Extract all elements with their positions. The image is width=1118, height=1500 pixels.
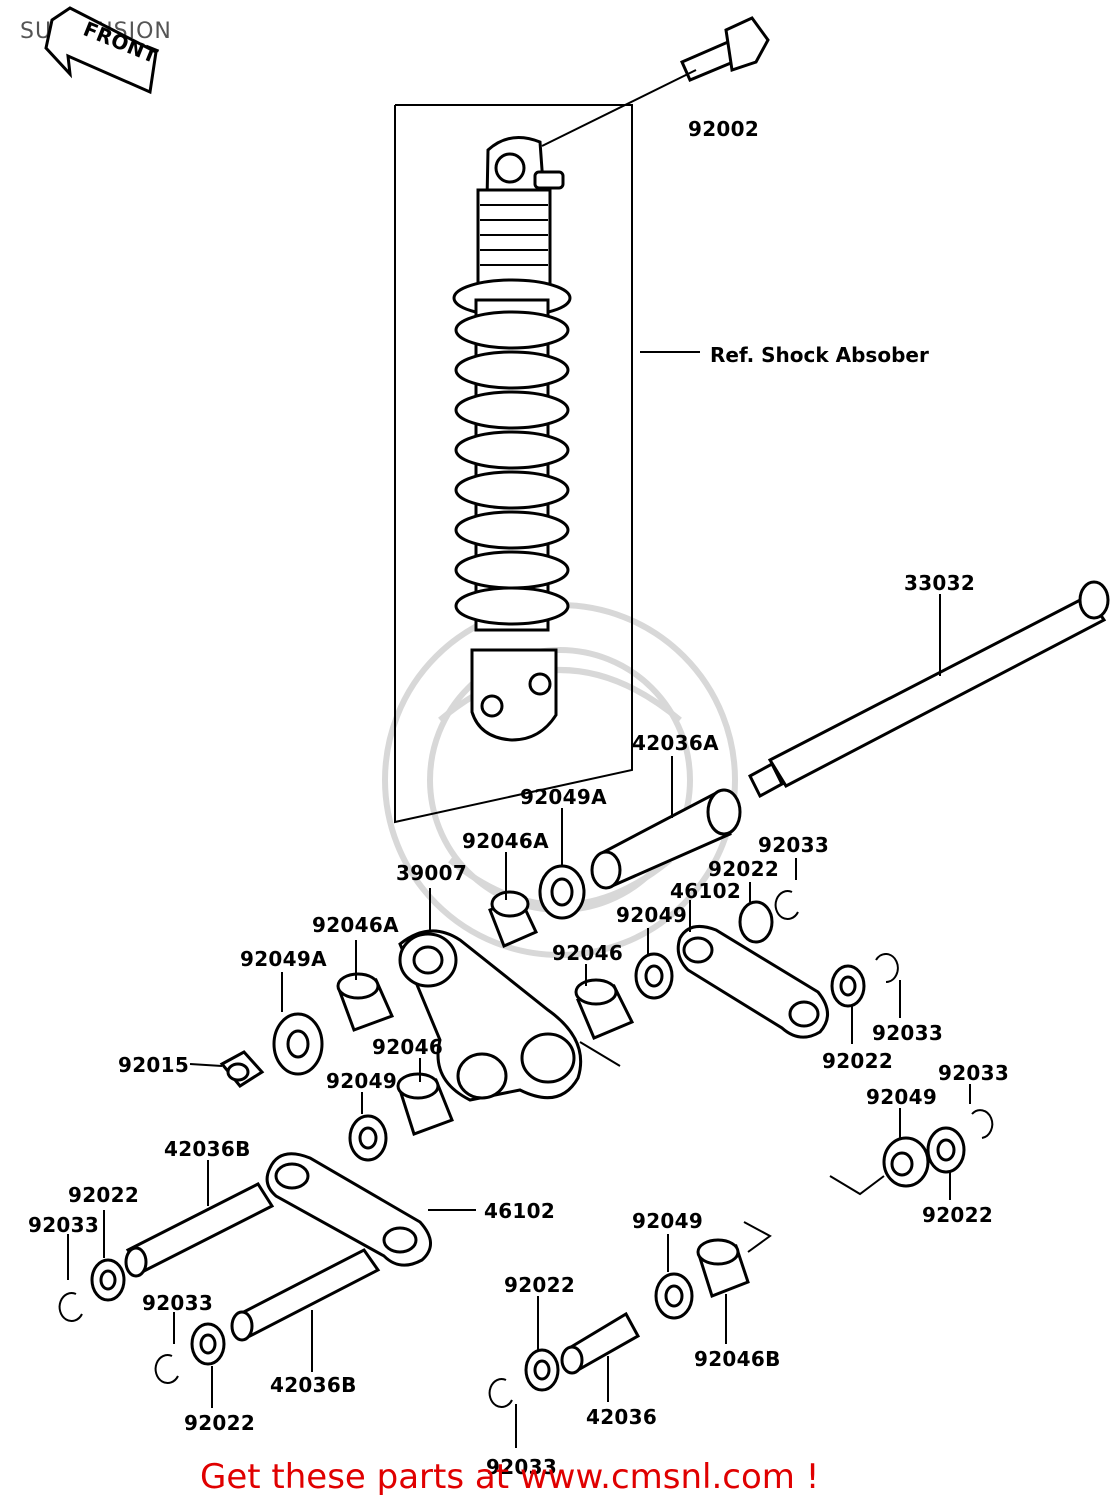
callout-92033: 92033 <box>142 1291 213 1315</box>
callout-92033: 92033 <box>938 1061 1009 1085</box>
callout-92046A: 92046A <box>312 913 399 937</box>
seal-92049-left <box>348 1092 388 1162</box>
callout-92002: 92002 <box>688 117 759 141</box>
circlip-92033-a <box>774 858 799 921</box>
bearing-92046B <box>696 1221 772 1344</box>
seal-92049-right <box>829 1108 930 1196</box>
rocker-arm-39007 <box>398 888 621 1102</box>
callout-92033: 92033 <box>486 1455 557 1479</box>
bearing-92046-left <box>396 1058 454 1136</box>
callout-92022: 92022 <box>184 1411 255 1435</box>
circlip-92033-c <box>969 1084 994 1139</box>
circlip-92033-d <box>58 1234 83 1323</box>
callout-33032: 33032 <box>904 571 975 595</box>
callout-92049: 92049 <box>616 903 687 927</box>
callout-92049: 92049 <box>326 1069 397 1093</box>
bearing-92046A-upper <box>488 852 539 949</box>
callout-92046: 92046 <box>552 941 623 965</box>
shock-reference-box: Ref. Shock Absober <box>394 104 929 824</box>
washer-92022-a <box>738 882 774 944</box>
tie-rod-46102-upper <box>676 900 829 1039</box>
callout-92022: 92022 <box>504 1273 575 1297</box>
circlip-92033-f <box>488 1378 517 1448</box>
callout-42036: 42036 <box>586 1405 657 1429</box>
callout-92033: 92033 <box>28 1213 99 1237</box>
shock-ref-note: Ref. Shock Absober <box>710 343 929 367</box>
callout-92022: 92022 <box>822 1049 893 1073</box>
washer-92022-e <box>190 1322 226 1408</box>
sleeve-42036 <box>560 1311 641 1402</box>
callout-42036B: 42036B <box>164 1137 251 1161</box>
callout-92049: 92049 <box>632 1209 703 1233</box>
callout-92022: 92022 <box>922 1203 993 1227</box>
callout-labels: 92002 33032 42036A 92049A 92046A 92033 9… <box>28 117 1009 1479</box>
bolt-92002 <box>541 16 770 147</box>
callout-92046B: 92046B <box>694 1347 781 1371</box>
washer-92022-c <box>926 1126 966 1200</box>
callout-92049A: 92049A <box>240 947 327 971</box>
bearing-92046A-left <box>336 940 395 1032</box>
callout-92015: 92015 <box>118 1053 189 1077</box>
sleeve-42036A <box>590 756 742 890</box>
callout-92033: 92033 <box>758 833 829 857</box>
footer-link[interactable]: Get these parts at www.cmsnl.com ! <box>200 1457 819 1497</box>
callout-92049A: 92049A <box>520 785 607 809</box>
callout-42036B: 42036B <box>270 1373 357 1397</box>
shock-absorber <box>452 136 572 742</box>
sleeve-42036B-lower <box>230 1248 381 1372</box>
washer-92022-b <box>830 964 866 1044</box>
axle-33032 <box>748 580 1110 799</box>
washer-92022-d <box>90 1210 126 1302</box>
bearing-92046-mid <box>574 964 635 1040</box>
seal-92049-mid <box>634 928 674 1000</box>
callout-42036A: 42036A <box>632 731 719 755</box>
seal-92049A-left <box>272 972 324 1076</box>
callout-92049: 92049 <box>866 1085 937 1109</box>
callout-39007: 39007 <box>396 861 467 885</box>
callout-92033: 92033 <box>872 1021 943 1045</box>
callout-46102: 46102 <box>670 879 741 903</box>
sleeve-42036B-upper <box>124 1160 275 1278</box>
callout-92022: 92022 <box>708 857 779 881</box>
seal-92049-bottom <box>654 1234 694 1320</box>
circlip-92033-e <box>154 1312 179 1385</box>
callout-92046: 92046 <box>372 1035 443 1059</box>
cap-92015 <box>189 1050 265 1088</box>
callout-46102: 46102 <box>484 1199 555 1223</box>
washer-92022-f <box>524 1296 560 1392</box>
callout-92022: 92022 <box>68 1183 139 1207</box>
tie-rod-46102-lower <box>265 1152 476 1267</box>
seal-92049A-upper <box>538 808 586 920</box>
circlip-92033-b <box>875 953 901 1018</box>
callout-92046A: 92046A <box>462 829 549 853</box>
